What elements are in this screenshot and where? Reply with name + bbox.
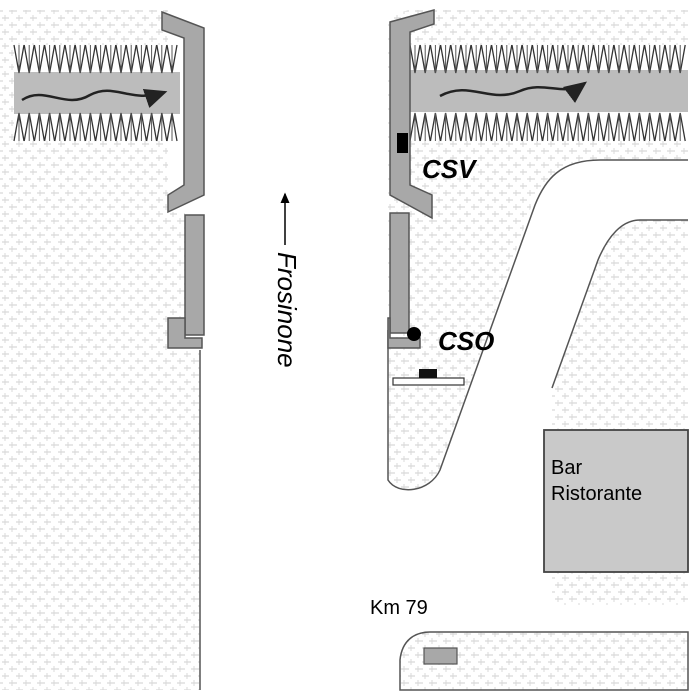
- platform-bar: [392, 377, 465, 386]
- ramp-edge: [387, 159, 688, 491]
- direction-label: Frosinone: [272, 252, 302, 368]
- cso-label: CSO: [438, 326, 494, 356]
- left-parapet: [161, 10, 205, 214]
- bottom-small-block: [423, 647, 458, 665]
- right-pillar: [389, 212, 410, 334]
- bar-ristorante-building: [543, 429, 689, 573]
- water-wave-arrow-icon: [21, 89, 168, 108]
- water-wave-arrow-icon: [439, 81, 588, 103]
- sensor-dot-icon: [407, 327, 421, 341]
- km-marker-label: Km 79: [370, 597, 428, 619]
- left-pillar-base: [167, 317, 203, 349]
- right-channel: [409, 44, 688, 142]
- bar-label-line2: Ristorante: [551, 483, 642, 505]
- platform-device: [419, 369, 437, 378]
- left-pavement: [0, 10, 200, 690]
- left-pillar: [184, 214, 205, 336]
- bottom-right-pavement: [399, 631, 689, 691]
- right-parapet: [389, 9, 435, 220]
- right-island: [552, 220, 688, 390]
- left-channel: [13, 44, 180, 142]
- camera-marker-icon: [397, 133, 408, 153]
- bar-label-line1: Bar: [551, 457, 582, 479]
- island-edge: [551, 219, 688, 389]
- csv-label: CSV: [422, 154, 478, 184]
